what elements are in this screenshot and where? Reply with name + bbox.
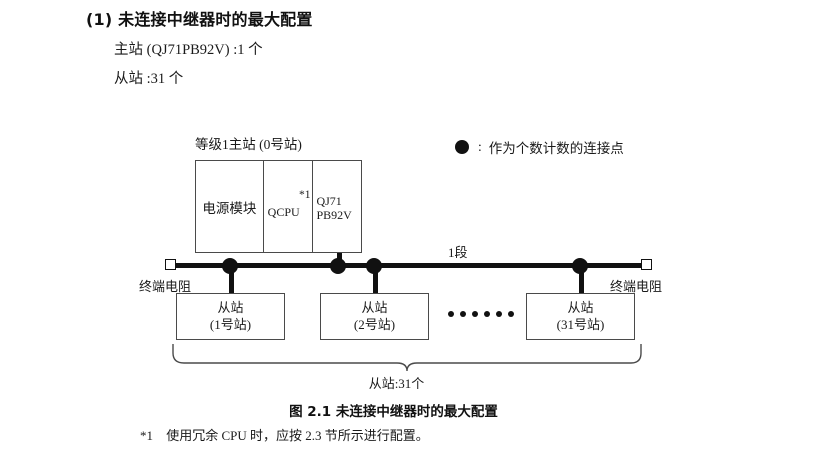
slave-station-box-1: 从站 (1号站) [176, 293, 285, 340]
slave-station-name-1: 从站 [217, 300, 244, 316]
footnote-mark: *1 [140, 428, 153, 443]
slave-total-label: 从站:31个 [368, 376, 425, 391]
cpu-module-cell: QCPU *1 [264, 161, 314, 252]
ellipsis-dot [472, 311, 478, 317]
power-module-label: 电源模块 [202, 200, 257, 216]
footnote-marker-icon: *1 [298, 189, 311, 201]
slave-count-brace [170, 343, 645, 372]
footnote: *1 使用冗余 CPU 时，应按 2.3 节所示进行配置。 [140, 425, 429, 444]
slave-station-number-31: (31号站) [556, 316, 605, 332]
spec-slave-count: 从站 :31 个 [114, 71, 184, 87]
segment-label: 1段 [448, 245, 468, 260]
terminator-left-icon [165, 259, 176, 270]
page-title: (1) 未连接中继器时的最大配置 [86, 6, 686, 30]
stub-slave-2 [373, 266, 378, 295]
network-module-label-line2: PB92V [316, 208, 352, 223]
connection-point-icon-master [330, 258, 346, 274]
connection-point-icon-1 [222, 258, 238, 274]
brace-shape-icon [172, 343, 642, 372]
ellipsis-dot [496, 311, 502, 317]
legend-colon: : [478, 139, 482, 154]
spec-master-count: 主站 (QJ71PB92V) :1 个 [114, 42, 263, 58]
legend: : 作为个数计数的连接点 [455, 137, 624, 157]
master-rack-label: 等级1主站 (0号站) [195, 137, 302, 152]
terminator-right-icon [641, 259, 652, 270]
slave-station-box-31: 从站 (31号站) [526, 293, 635, 340]
filled-circle-icon [455, 140, 469, 154]
terminator-left-label: 终端电阻 [139, 279, 192, 294]
section-title-text: 未连接中继器时的最大配置 [118, 10, 313, 29]
footnote-text: 使用冗余 CPU 时，应按 2.3 节所示进行配置。 [166, 428, 429, 443]
slave-station-number-2: (2号站) [353, 316, 396, 332]
ellipsis-icon [448, 311, 514, 317]
section-number: (1) [86, 10, 113, 29]
ellipsis-dot [484, 311, 490, 317]
connection-point-icon-31 [572, 258, 588, 274]
slave-station-number-1: (1号站) [209, 316, 252, 332]
slave-station-name-2: 从站 [361, 300, 388, 316]
ellipsis-dot [508, 311, 514, 317]
network-module-label-line1: QJ71 [316, 194, 342, 208]
ellipsis-dot [460, 311, 466, 317]
connection-point-icon-2 [366, 258, 382, 274]
ellipsis-dot [448, 311, 454, 317]
stub-slave-1 [229, 266, 234, 295]
slave-station-name-31: 从站 [567, 300, 594, 316]
power-module-cell: 电源模块 [196, 161, 264, 252]
heading-section: (1) 未连接中继器时的最大配置 主站 (QJ71PB92V) :1 个 从站 … [86, 6, 686, 88]
slave-station-box-2: 从站 (2号站) [320, 293, 429, 340]
cpu-module-label: QCPU [267, 205, 300, 219]
stub-slave-31 [579, 266, 584, 295]
figure-caption: 图 2.1 未连接中继器时的最大配置 [289, 404, 498, 420]
terminator-right-label: 终端电阻 [610, 279, 663, 294]
bus-trunk-line [170, 263, 646, 268]
legend-label: 作为个数计数的连接点 [488, 141, 624, 156]
